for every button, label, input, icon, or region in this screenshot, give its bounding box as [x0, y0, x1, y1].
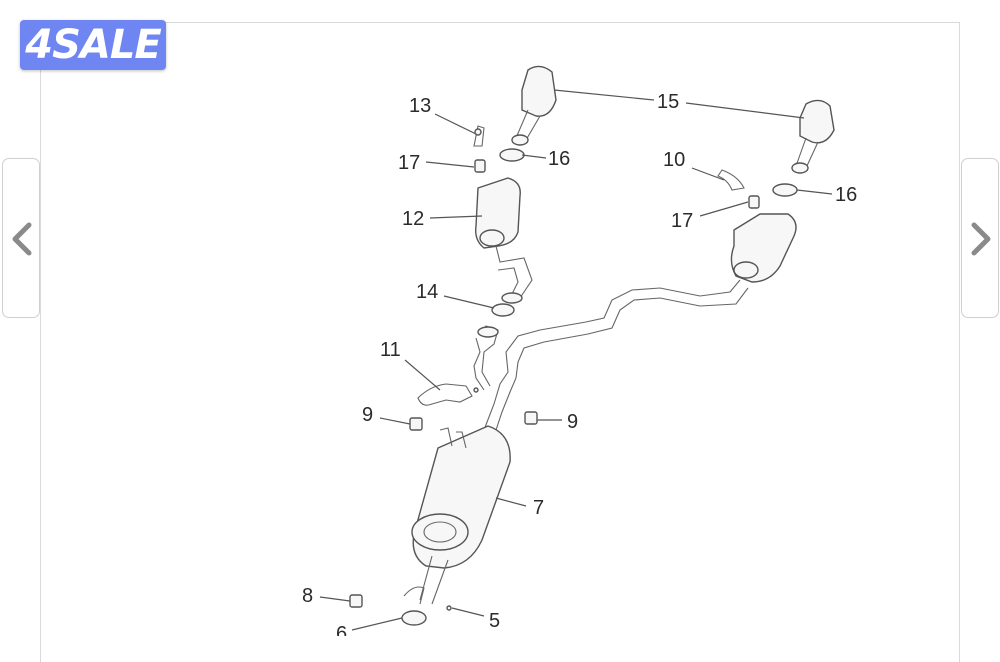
isolator-9-right — [524, 411, 538, 425]
callout-9-left: 9 — [362, 404, 373, 426]
logo-text: 4SALE — [25, 22, 161, 68]
isolator-17-right — [748, 195, 760, 209]
exhaust-parts-diagram: 13 15 16 17 10 16 12 17 14 11 9 9 7 8 5 … — [302, 65, 857, 636]
callout-6: 6 — [336, 623, 347, 636]
clamp-16-left — [499, 148, 525, 162]
callout-17-right: 17 — [671, 210, 693, 232]
callout-13: 13 — [409, 95, 431, 117]
main-muffler-7 — [401, 425, 511, 626]
callout-5: 5 — [489, 610, 500, 632]
next-image-button[interactable] — [961, 158, 999, 318]
intermediate-pipe — [473, 279, 749, 431]
4sale-logo-badge: 4SALE — [20, 20, 166, 70]
isolator-17-left — [474, 159, 486, 173]
callout-12: 12 — [402, 208, 424, 230]
bracket-10 — [717, 169, 745, 191]
callout-15: 15 — [657, 91, 679, 113]
callout-16-right: 16 — [835, 184, 857, 206]
callout-9-right: 9 — [567, 411, 578, 433]
left-muffler-12 — [474, 177, 533, 304]
isolator-9-left — [409, 417, 423, 431]
bracket-11 — [417, 383, 479, 406]
clamp-16-right — [772, 183, 798, 197]
clamp-14 — [491, 303, 515, 317]
callout-7: 7 — [533, 497, 544, 519]
isolator-8 — [349, 594, 363, 608]
callout-17-left: 17 — [398, 152, 420, 174]
left-tailpipe-tip — [511, 65, 557, 146]
callout-11: 11 — [380, 339, 401, 361]
chevron-left-icon — [12, 222, 32, 256]
right-tailpipe-tip — [791, 99, 835, 174]
right-muffler — [730, 213, 797, 283]
leader-lines — [319, 89, 833, 631]
callout-14: 14 — [416, 281, 438, 303]
fastener-5 — [446, 605, 452, 611]
callout-10: 10 — [663, 149, 685, 171]
previous-image-button[interactable] — [2, 158, 40, 318]
callout-8: 8 — [302, 585, 313, 607]
callout-16-left: 16 — [548, 148, 570, 170]
bracket-13 — [473, 125, 485, 147]
chevron-right-icon — [971, 222, 991, 256]
